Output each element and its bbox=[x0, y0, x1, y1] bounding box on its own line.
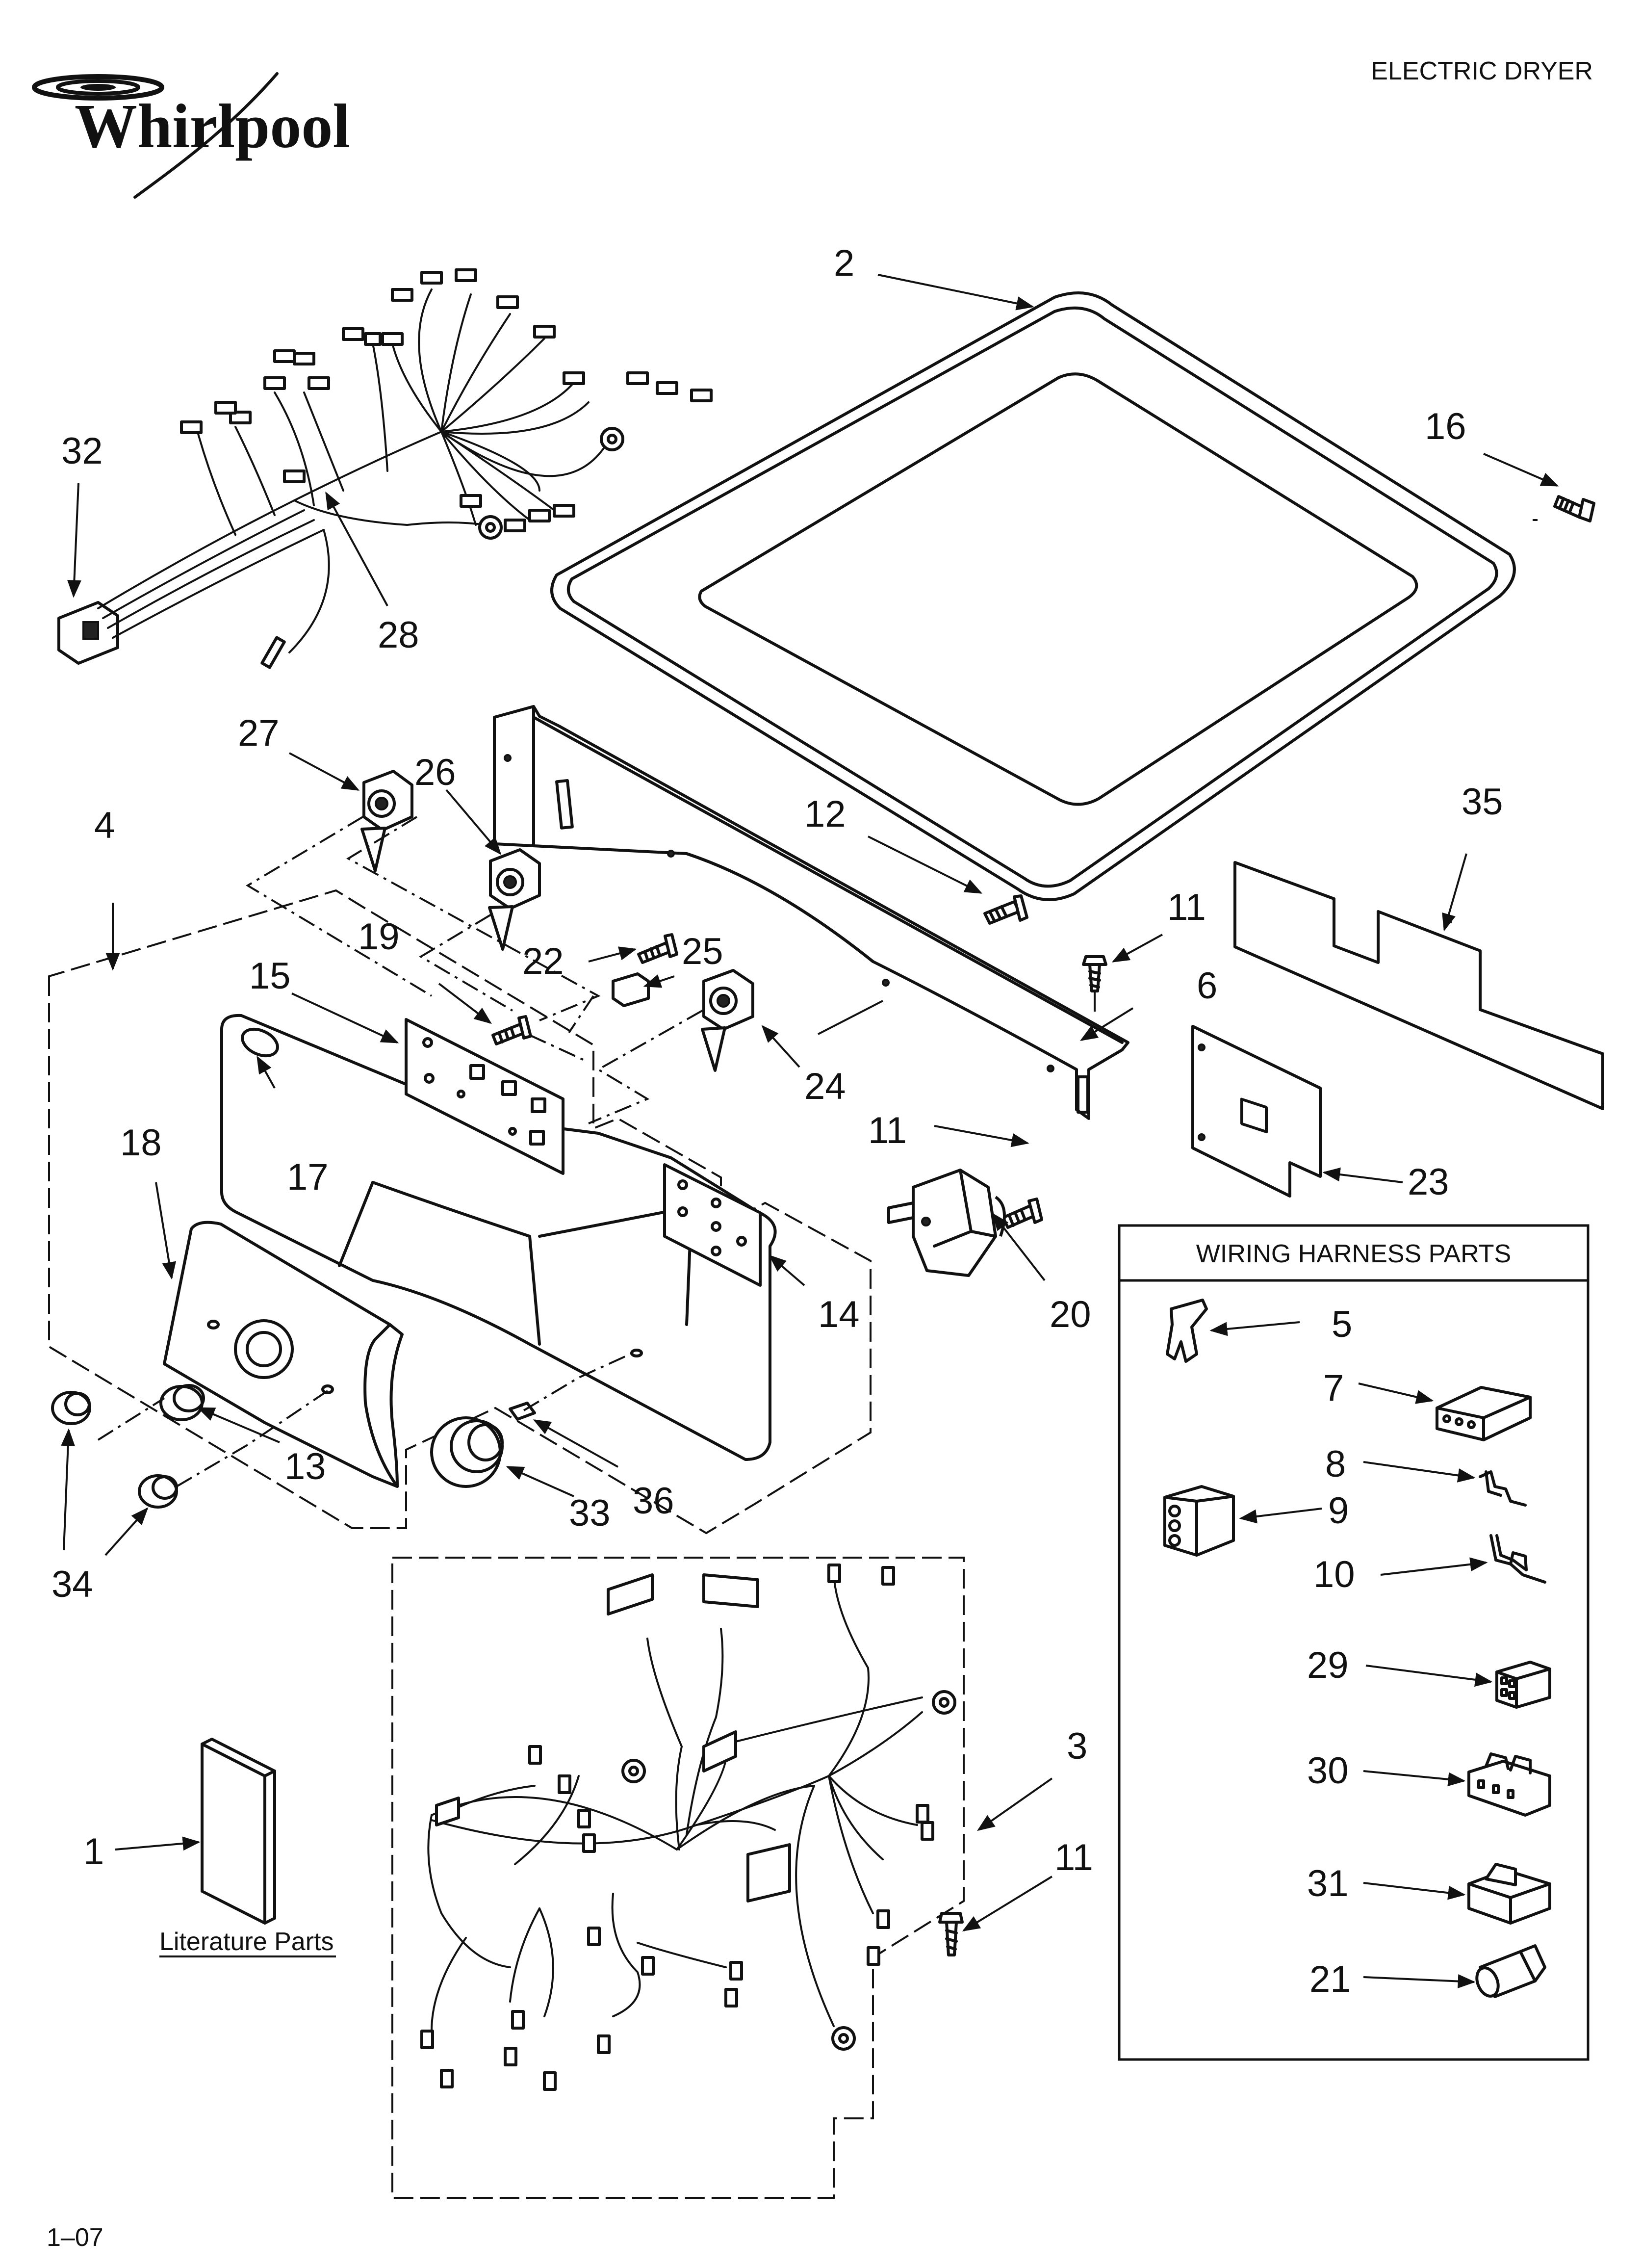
callout-10: 10 bbox=[1313, 1554, 1355, 1595]
product-type: ELECTRIC DRYER bbox=[1371, 57, 1593, 85]
callout-3: 3 bbox=[1067, 1725, 1087, 1767]
callout-12: 12 bbox=[804, 793, 846, 835]
page-code: 1–07 bbox=[47, 2223, 103, 2252]
part-connector-30 bbox=[1467, 1752, 1551, 1817]
part-knob-13 bbox=[159, 1384, 205, 1421]
part-connector-9 bbox=[1163, 1485, 1235, 1557]
part-harness-28 bbox=[57, 268, 713, 669]
part-insulation bbox=[1233, 861, 1604, 1110]
panel-assembly-outline bbox=[48, 889, 872, 1535]
screw-12 bbox=[983, 894, 1028, 925]
callout-19: 19 bbox=[358, 916, 400, 958]
callout-15: 15 bbox=[249, 955, 291, 997]
part-literature: Literature Parts bbox=[159, 1738, 336, 1957]
callout-11-bottom: 11 bbox=[1054, 1837, 1093, 1878]
screw-11-bottom bbox=[938, 1912, 964, 1956]
part-harness-3 bbox=[420, 1564, 956, 2091]
callout-35: 35 bbox=[1462, 781, 1503, 823]
callout-9: 9 bbox=[1328, 1490, 1349, 1532]
callout-25: 25 bbox=[682, 931, 723, 972]
part-encoder-24 bbox=[701, 969, 754, 1072]
callout-8: 8 bbox=[1325, 1443, 1346, 1485]
part-console-bracket bbox=[493, 705, 1129, 1120]
screw-11-middle bbox=[1001, 1198, 1043, 1229]
callout-28: 28 bbox=[378, 614, 419, 656]
callout-numbers: 1 2 3 4 5 6 7 8 9 10 11 11 11 12 13 14 1… bbox=[51, 242, 1503, 2000]
part-connector-29 bbox=[1495, 1661, 1551, 1709]
part-keypad bbox=[663, 1163, 762, 1287]
part-encoder-27 bbox=[360, 770, 413, 872]
part-control-board bbox=[1191, 1025, 1322, 1198]
callout-1: 1 bbox=[83, 1831, 104, 1873]
callout-13: 13 bbox=[284, 1446, 326, 1487]
callout-27: 27 bbox=[238, 712, 280, 754]
callout-22: 22 bbox=[522, 940, 564, 982]
part-terminal-8 bbox=[1479, 1470, 1527, 1507]
screw-19 bbox=[491, 1015, 532, 1045]
callout-23: 23 bbox=[1408, 1161, 1449, 1203]
callout-26: 26 bbox=[414, 752, 456, 793]
callout-36: 36 bbox=[633, 1480, 674, 1522]
callout-20: 20 bbox=[1050, 1294, 1091, 1335]
callout-34: 34 bbox=[51, 1564, 93, 1605]
screw-22 bbox=[637, 933, 678, 964]
wiring-box-title: WIRING HARNESS PARTS bbox=[1196, 1240, 1511, 1268]
part-top-panel bbox=[550, 291, 1516, 901]
callout-31: 31 bbox=[1307, 1863, 1349, 1904]
whirlpool-logo: Whirlpool bbox=[32, 72, 350, 199]
part-user-interface-board bbox=[405, 1018, 564, 1175]
part-switch bbox=[887, 1169, 1006, 1277]
callout-2: 2 bbox=[834, 242, 854, 284]
callout-29: 29 bbox=[1307, 1644, 1349, 1686]
callout-6: 6 bbox=[1197, 965, 1217, 1007]
callout-11-top: 11 bbox=[1167, 886, 1206, 928]
callout-11-middle: 11 bbox=[868, 1110, 907, 1151]
alignment-lines bbox=[97, 816, 1096, 1487]
literature-label: Literature Parts bbox=[159, 1928, 334, 1956]
part-clip-5 bbox=[1166, 1299, 1208, 1363]
part-connector-7 bbox=[1436, 1386, 1532, 1441]
callout-4: 4 bbox=[94, 805, 115, 846]
part-clip-25 bbox=[612, 972, 650, 1007]
screw-16 bbox=[1553, 495, 1595, 522]
callout-14: 14 bbox=[818, 1294, 860, 1335]
part-knob-34-upper bbox=[51, 1391, 91, 1425]
part-knob-33 bbox=[430, 1416, 504, 1488]
part-terminal-10 bbox=[1489, 1534, 1546, 1584]
part-encoder-26 bbox=[488, 848, 541, 951]
part-connector-31 bbox=[1467, 1863, 1551, 1925]
brand-name: Whirlpool bbox=[75, 91, 350, 161]
callout-7: 7 bbox=[1323, 1367, 1344, 1409]
screw-11-top bbox=[1082, 955, 1107, 992]
callout-32: 32 bbox=[61, 430, 103, 472]
harness-3-outline bbox=[391, 1557, 965, 2199]
part-fuse-21 bbox=[1475, 1944, 1546, 1998]
part-knob-34-lower bbox=[138, 1474, 178, 1509]
callout-33: 33 bbox=[569, 1492, 611, 1534]
wiring-harness-parts-box: WIRING HARNESS PARTS bbox=[1118, 1224, 1590, 2061]
callout-5: 5 bbox=[1332, 1303, 1352, 1345]
callout-16: 16 bbox=[1425, 406, 1466, 447]
callout-18: 18 bbox=[120, 1122, 162, 1164]
callout-21: 21 bbox=[1309, 1958, 1351, 2000]
part-control-panel bbox=[163, 1221, 404, 1488]
callout-leaders bbox=[61, 274, 1559, 1988]
callout-24: 24 bbox=[804, 1066, 846, 1107]
callout-17: 17 bbox=[287, 1156, 329, 1198]
callout-30: 30 bbox=[1307, 1750, 1349, 1792]
